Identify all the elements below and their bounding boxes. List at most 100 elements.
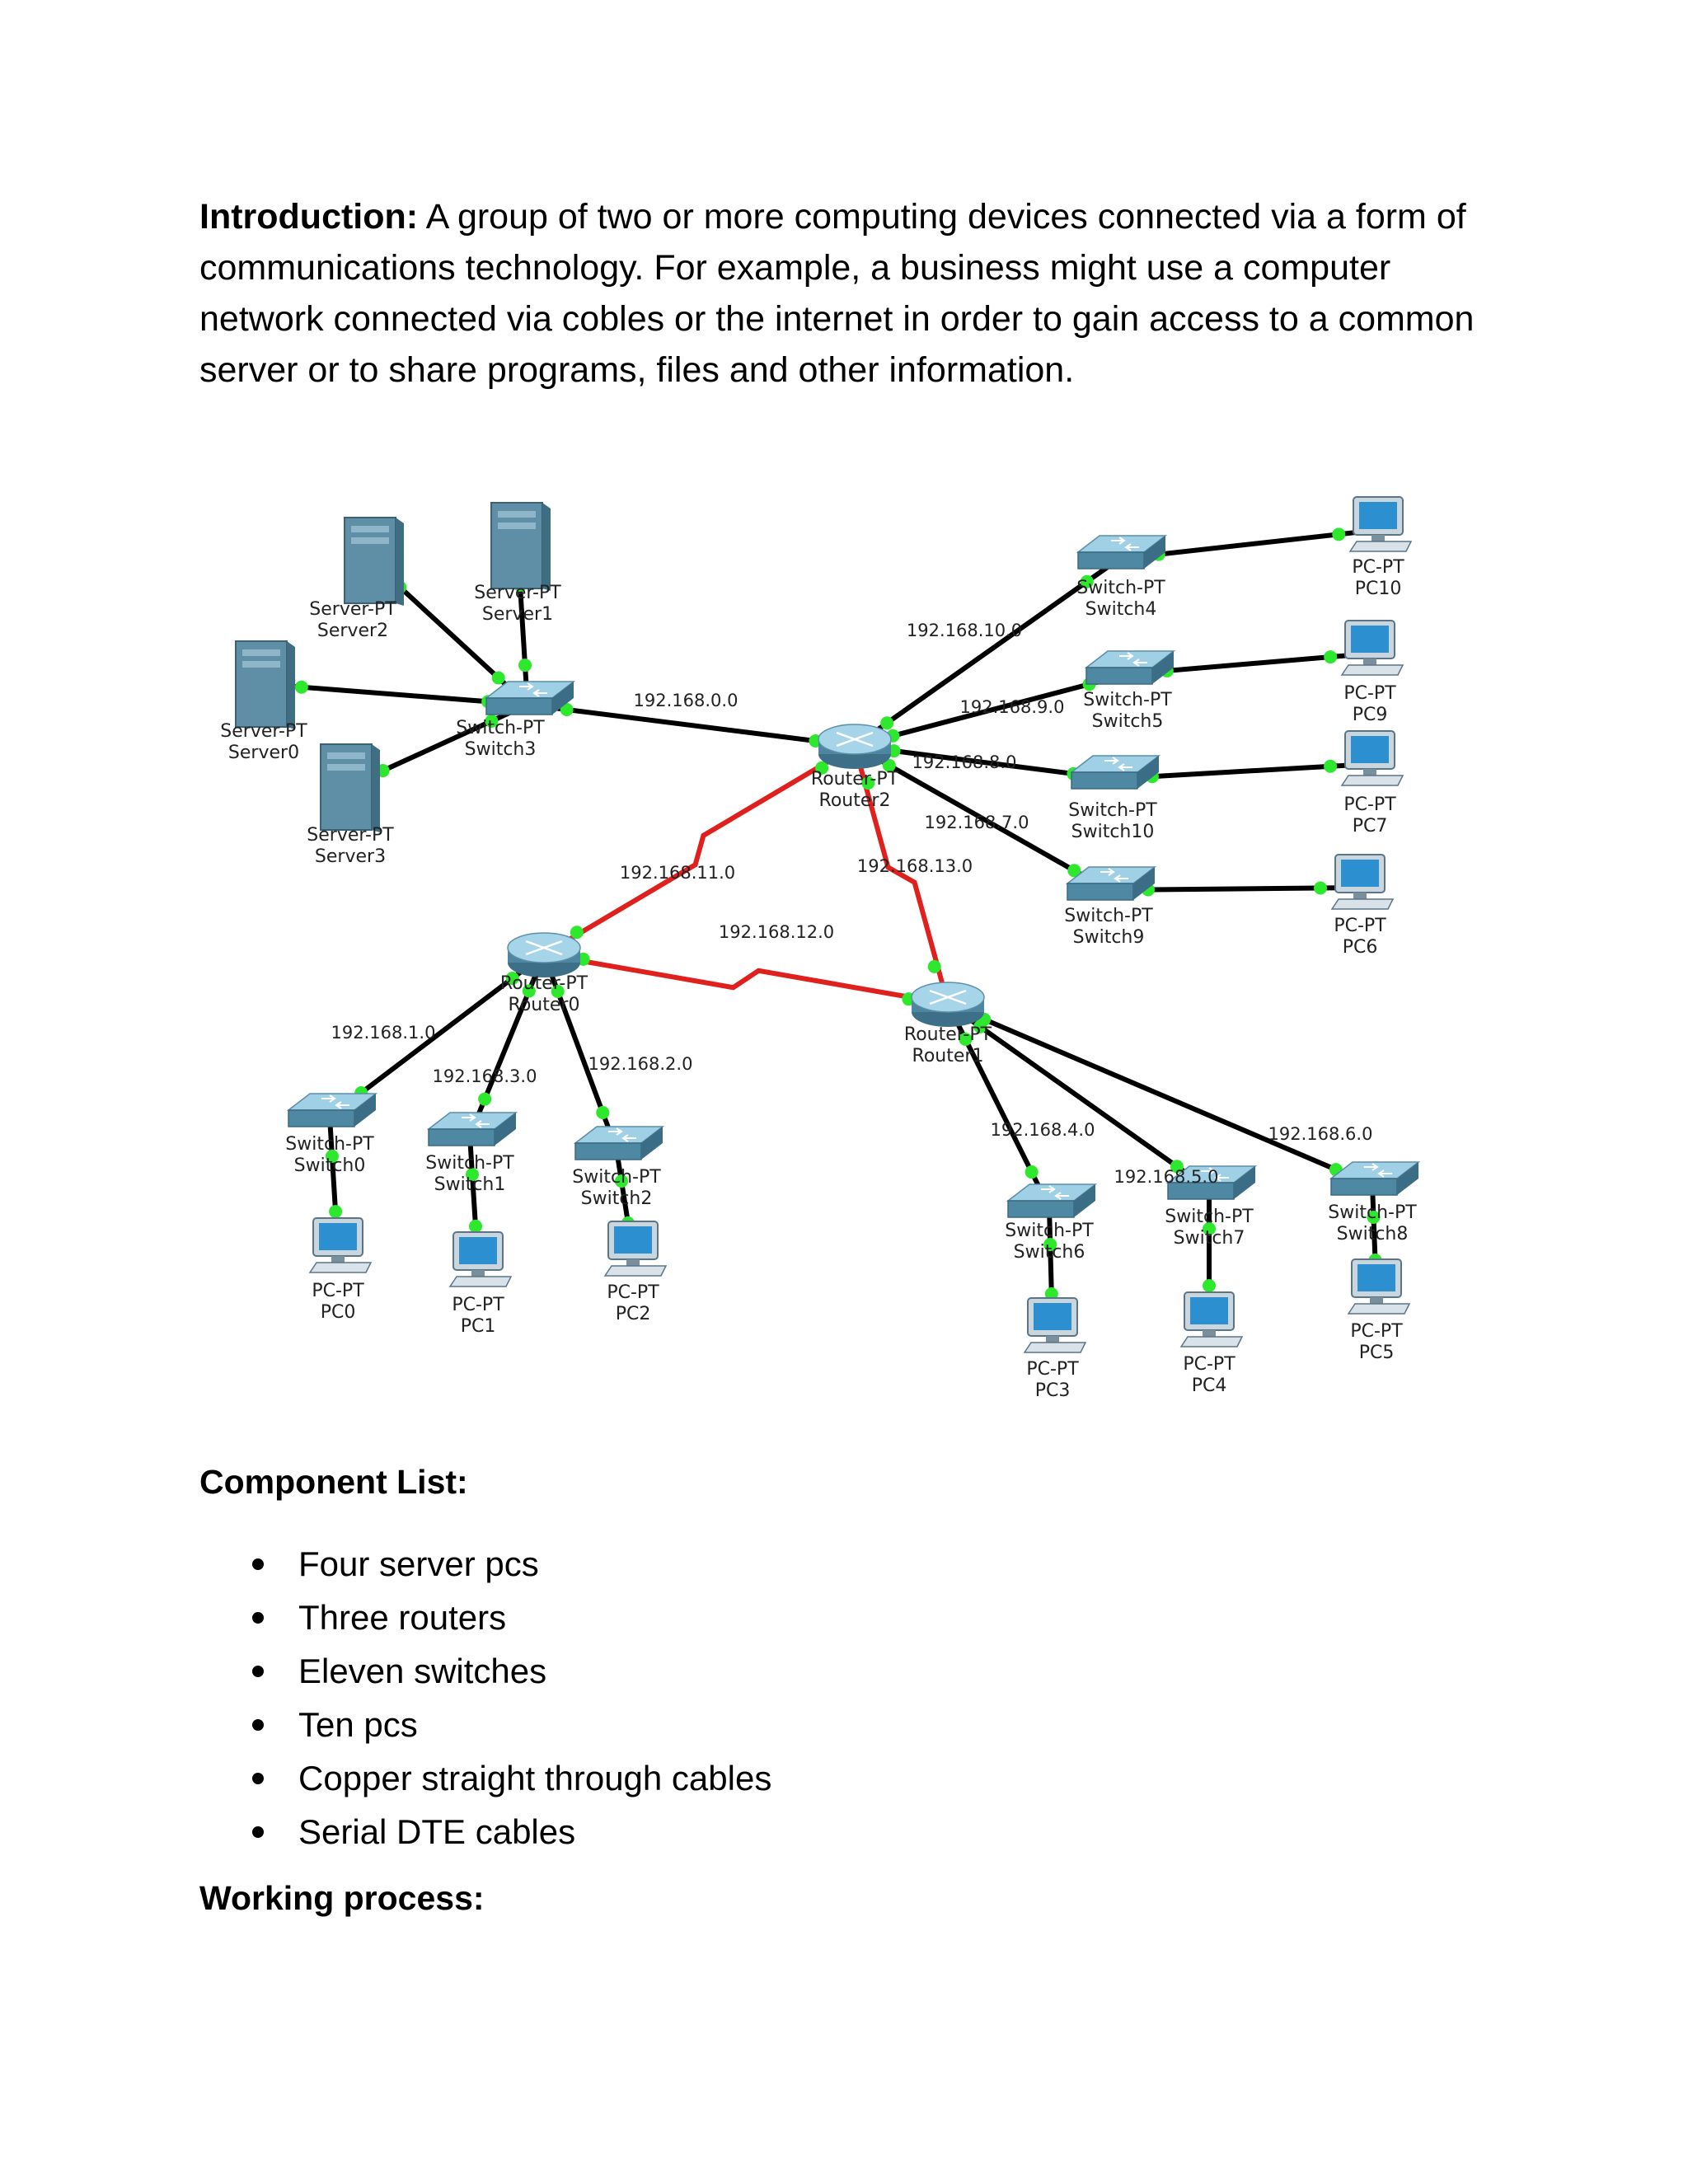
component-list: Four server pcs Three routers Eleven swi… [247, 1537, 771, 1858]
device-name-label: Switch0 [294, 1155, 366, 1176]
introduction-text: A group of two or more computing devices… [199, 197, 1475, 390]
device-name-label: Router0 [509, 995, 580, 1015]
device-type-label: Switch-PT [285, 1134, 374, 1155]
component-item-text: Eleven switches [298, 1652, 547, 1690]
port-status-indicator [959, 1032, 973, 1046]
port-status-indicator [615, 1174, 628, 1188]
device-name-label: Switch2 [581, 1188, 653, 1209]
device-type-label: Router-PT [811, 769, 899, 790]
bullet-icon [252, 1826, 264, 1838]
port-status-indicator [1367, 1211, 1381, 1224]
component-item: Three routers [247, 1591, 771, 1644]
device-type-label: Server-PT [307, 825, 394, 846]
introduction-label: Introduction: [199, 197, 419, 237]
server-icon [490, 502, 551, 591]
device-name-label: PC2 [616, 1304, 651, 1324]
device-name-label: Switch6 [1014, 1242, 1085, 1263]
device-name-label: Router2 [819, 790, 891, 811]
device-type-label: PC-PT [1334, 916, 1386, 936]
pc-icon [1340, 620, 1404, 676]
network-address-label: 192.168.0.0 [634, 691, 738, 710]
component-item-text: Three routers [298, 1598, 507, 1637]
device-type-label: Router-PT [904, 1024, 992, 1045]
device-name-label: Switch1 [434, 1174, 506, 1195]
device-name-label: PC4 [1192, 1376, 1227, 1396]
network-address-label: 192.168.3.0 [433, 1066, 537, 1086]
component-item-text: Serial DTE cables [298, 1812, 576, 1851]
device-name-label: PC10 [1355, 579, 1402, 599]
network-address-label: 192.168.10.0 [907, 621, 1022, 640]
device-name-label: PC1 [461, 1316, 496, 1337]
device-name-label: Switch5 [1092, 711, 1164, 732]
network-address-label: 192.168.7.0 [925, 813, 1029, 832]
device-type-label: PC-PT [312, 1281, 364, 1301]
device-type-label: PC-PT [1343, 794, 1396, 815]
port-status-indicator [1080, 574, 1094, 588]
port-status-indicator [560, 702, 574, 716]
port-status-indicator [1067, 864, 1081, 878]
device-name-label: PC5 [1359, 1343, 1395, 1363]
network-address-label: 192.168.11.0 [620, 863, 735, 883]
device-type-label: Switch-PT [1165, 1207, 1254, 1227]
pc-icon [1348, 496, 1413, 552]
copper-link-router1-switch7 [946, 1001, 1211, 1192]
component-list-heading: Component List: [199, 1463, 468, 1501]
component-item-text: Four server pcs [298, 1544, 539, 1583]
port-status-indicator [325, 1149, 339, 1163]
copper-link-router0-switch1 [467, 953, 546, 1137]
device-name-label: PC3 [1035, 1380, 1071, 1401]
network-address-label: 192.168.4.0 [991, 1120, 1095, 1140]
device-name-label: Switch10 [1071, 822, 1155, 842]
port-status-indicator [1314, 881, 1328, 895]
component-item-text: Copper straight through cables [298, 1759, 772, 1797]
pc-icon [308, 1217, 373, 1273]
switch-icon [1084, 650, 1176, 685]
bullet-icon [252, 1719, 264, 1731]
device-name-label: Switch9 [1073, 927, 1145, 948]
component-item: Eleven switches [247, 1644, 771, 1698]
device-type-label: Router-PT [500, 973, 588, 994]
copper-link-switch3-router2 [527, 702, 856, 748]
bullet-icon [252, 1612, 264, 1624]
device-type-label: Switch-PT [425, 1153, 514, 1174]
pc-icon [448, 1231, 513, 1287]
router-icon [507, 932, 581, 977]
serial-link-router2-router0 [542, 743, 856, 957]
copper-link-router2-switch4 [853, 556, 1121, 748]
serial-link-router2-router1 [852, 745, 950, 1005]
port-status-indicator [880, 716, 894, 730]
working-process-heading: Working process: [199, 1879, 485, 1917]
device-name-label: Switch3 [465, 739, 537, 760]
device-type-label: Switch-PT [1083, 690, 1172, 710]
port-status-indicator [1203, 1279, 1216, 1292]
